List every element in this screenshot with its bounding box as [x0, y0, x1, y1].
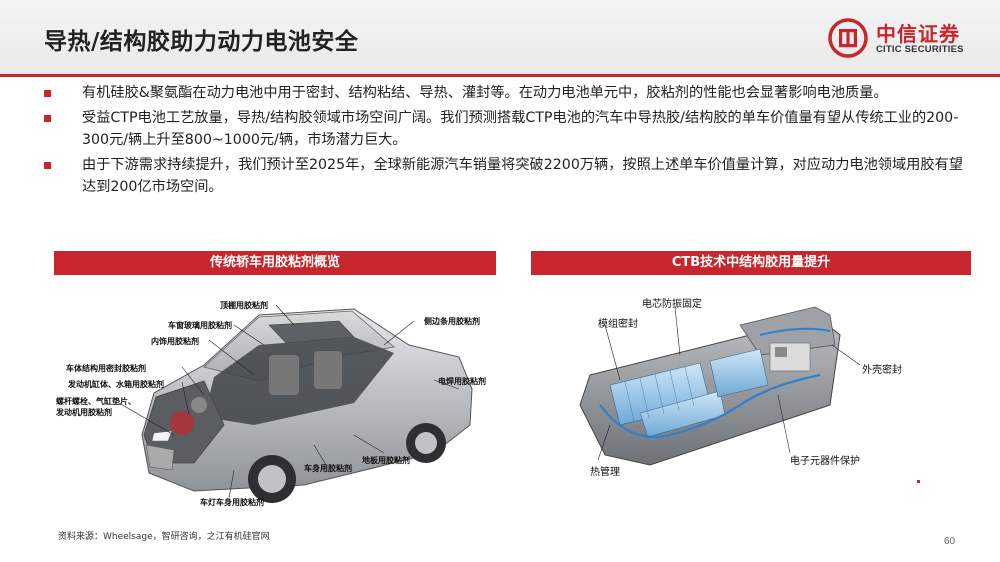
bullet-text: 有机硅胶&聚氨酯在动力电池中用于密封、结构粘结、导热、灌封等。在动力电池单元中，…: [82, 85, 888, 101]
label-bolt-line1: 螺杆螺栓、气缸垫片、: [56, 397, 136, 406]
label-engine: 发动机缸体、水箱用胶粘剂: [68, 380, 164, 389]
label-shell-seal: 外壳密封: [862, 365, 902, 376]
label-interior: 内饰用胶粘剂: [151, 337, 199, 346]
battery-pack-illustration: [579, 306, 861, 466]
label-car-body: 车身用胶粘剂: [304, 464, 352, 473]
company-logo: 中信证券 CITIC SECURITIES: [828, 18, 978, 60]
page-number: 60: [944, 536, 956, 547]
label-floor: 地板用胶粘剂: [362, 456, 410, 465]
bullet-square-icon: [44, 115, 51, 122]
label-module-seal: 模组密封: [598, 319, 638, 330]
label-thermal: 热管理: [590, 467, 620, 478]
label-weld: 电焊用胶粘剂: [438, 377, 486, 386]
bullet-square-icon: [44, 90, 51, 97]
bullet-item: 受益CTP电池工艺放量，导热/结构胶领域市场空间广阔。我们预测搭载CTP电池的汽…: [44, 107, 964, 151]
header-bar: [0, 0, 1000, 76]
logo-name-cn: 中信证券: [876, 22, 960, 46]
label-cell-fix: 电芯防振固定: [642, 299, 702, 310]
label-side: 侧边条用胶粘剂: [424, 317, 480, 326]
label-lamp: 车灯车身用胶粘剂: [200, 498, 264, 507]
bullet-item: 有机硅胶&聚氨酯在动力电池中用于密封、结构粘结、导热、灌封等。在动力电池单元中，…: [44, 82, 964, 104]
logo-name-en: CITIC SECURITIES: [876, 44, 964, 55]
bullet-list: 有机硅胶&聚氨酯在动力电池中用于密封、结构粘结、导热、灌封等。在动力电池单元中，…: [44, 82, 964, 201]
source-note: 资料来源：Wheelsage，智研咨询，之江有机硅官网: [58, 532, 270, 542]
bullet-text: 由于下游需求持续提升，我们预计至2025年，全球新能源汽车销量将突破2200万辆…: [82, 157, 963, 195]
battery-pack-figure: 电芯防振固定 模组密封 外壳密封 热管理 电子元器件保护: [560, 285, 940, 485]
page-title: 导热/结构胶助力动力电池安全: [44, 29, 359, 55]
header-divider: [0, 74, 1000, 77]
label-electronics: 电子元器件保护: [790, 456, 860, 467]
label-bolt-line2: 发动机用胶粘剂: [56, 408, 112, 417]
right-panel-title: CTB技术中结构胶用量提升: [531, 251, 971, 275]
car-adhesive-figure: 顶棚用胶粘剂 车窗玻璃用胶粘剂 内饰用胶粘剂 车体结构用密封胶粘剂 发动机缸体、…: [54, 285, 496, 517]
car-illustration: [118, 304, 473, 503]
decorative-dot: [917, 480, 920, 483]
left-panel-title: 传统轿车用胶粘剂概览: [54, 251, 496, 275]
label-roof: 顶棚用胶粘剂: [220, 301, 268, 310]
bullet-item: 由于下游需求持续提升，我们预计至2025年，全球新能源汽车销量将突破2200万辆…: [44, 154, 964, 198]
label-window: 车窗玻璃用胶粘剂: [168, 321, 232, 330]
citic-logo-icon: [828, 18, 868, 58]
label-body-seal: 车体结构用密封胶粘剂: [66, 364, 146, 373]
bullet-square-icon: [44, 162, 51, 169]
bullet-text: 受益CTP电池工艺放量，导热/结构胶领域市场空间广阔。我们预测搭载CTP电池的汽…: [82, 110, 959, 148]
